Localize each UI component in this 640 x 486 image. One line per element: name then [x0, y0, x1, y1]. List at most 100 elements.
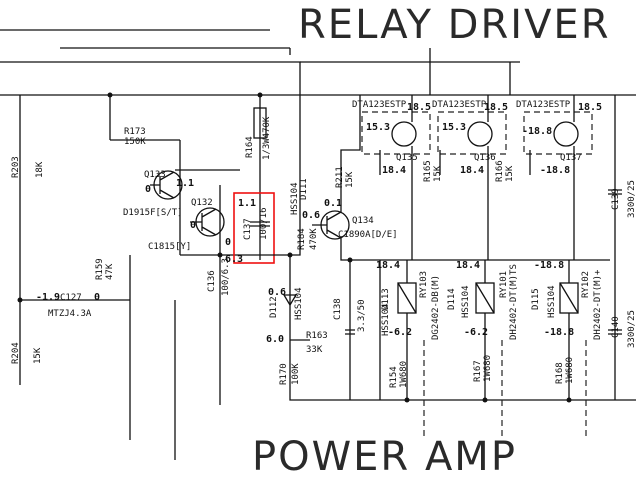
ry103-value: DG2402-DB(M) [431, 275, 441, 340]
c1890-label: C1890A[D/E] [338, 230, 398, 240]
c139-label: C139 [611, 188, 621, 210]
ic2-label: DTA123ESTP [432, 100, 487, 110]
top-wire-c [0, 61, 301, 95]
ic-dta123-1 [361, 111, 431, 155]
node [404, 397, 410, 403]
v-q132-b: 0 [190, 220, 196, 231]
r164-value: 1/3W470K [262, 116, 272, 160]
title-power-amp: POWER AMP [252, 434, 517, 480]
d112-label: D112 [269, 296, 279, 318]
ry101-label: RY101 [499, 271, 509, 298]
v-q133-e: 1.1 [176, 178, 194, 189]
d115-value: HSS104 [547, 285, 557, 318]
ry102-value: DH2402-DT(M)+ [593, 269, 603, 340]
r167-label: R167 [473, 360, 483, 382]
r165-value: 15K [433, 165, 443, 182]
v-q132-c: 1.1 [238, 198, 256, 209]
r173-label: R173 [124, 127, 146, 137]
r168-value: 1W680 [565, 357, 575, 384]
v-ic3-out: -18.8 [540, 165, 570, 176]
r204-label: R204 [11, 342, 21, 364]
v-ic1-base: 15.3 [366, 122, 390, 133]
ry101-value: DH2402-DT(M)TS [509, 264, 519, 340]
r173-value: 150K [124, 137, 146, 147]
r167-value: 1W680 [483, 355, 493, 382]
r166-value: 15K [505, 165, 515, 182]
ic1-label: DTA123ESTP [352, 100, 407, 110]
d114-value: HSS104 [461, 285, 471, 318]
q136-symbol [467, 121, 493, 147]
r163-value: 33K [306, 345, 323, 355]
center-drop [289, 255, 636, 401]
q134-col-wire [340, 95, 361, 212]
r164-body [253, 107, 267, 139]
q134-emit-wire [340, 238, 610, 261]
node [287, 252, 293, 258]
q135-symbol [391, 121, 417, 147]
v-184d: 18.4 [456, 260, 480, 271]
r154-value: 1W680 [399, 361, 409, 388]
c137-plates [250, 221, 270, 227]
q132-label: Q132 [191, 198, 213, 208]
title-relay-driver: RELAY DRIVER [298, 2, 611, 48]
ic3-label: DTA123ESTP [516, 100, 571, 110]
node [107, 92, 113, 98]
c138-plates [345, 329, 355, 335]
q137-symbol [553, 121, 579, 147]
q135-label: Q135 [396, 153, 418, 163]
v-q133-b: 0 [145, 184, 151, 195]
node [482, 397, 488, 403]
d1915-label: D1915F[S/T] [123, 208, 183, 218]
ic-dta123-2 [437, 111, 507, 155]
v-ic1-out: 18.4 [382, 165, 406, 176]
d111-label: D111 [299, 178, 309, 200]
v-62a: -6.2 [388, 327, 412, 338]
r165-label: R165 [423, 160, 433, 182]
q134-pins [312, 211, 342, 239]
q132-pins [190, 208, 217, 236]
v-ic2-base: 15.3 [442, 122, 466, 133]
r159-value: 47K [105, 263, 115, 280]
v-neg19: -1.9 [36, 292, 60, 303]
c138-label: C138 [333, 298, 343, 320]
base-resistors [379, 150, 531, 175]
v-ic2-out: 18.4 [460, 165, 484, 176]
c137-value: 100/16 [259, 207, 269, 240]
c127-value: MTZJ4.3A [48, 309, 92, 319]
c140-plates [608, 329, 622, 335]
ry102-label: RY102 [581, 271, 591, 298]
r163-label: R163 [306, 331, 328, 341]
v-ic2-top: 18.5 [484, 102, 508, 113]
v-01: 0.1 [324, 198, 342, 209]
d112-diode [282, 294, 298, 307]
node [347, 257, 353, 263]
relay-x-marks [397, 282, 579, 314]
q134-label: Q134 [352, 216, 374, 226]
r170-label: R170 [279, 363, 289, 385]
top-wire-d [289, 48, 520, 63]
v-188c: -18.8 [534, 260, 564, 271]
ic-dta123-3 [523, 111, 593, 155]
ry103-label: RY103 [419, 271, 429, 298]
c136-value: 100/6.3 [221, 258, 231, 296]
r170-value: 100K [291, 363, 301, 385]
c127-label: C127 [60, 293, 82, 303]
q137-label: Q137 [560, 153, 582, 163]
d104-label: HSS104 [290, 182, 300, 215]
top-rails-vertical [429, 48, 511, 95]
q133-pins [150, 171, 175, 199]
d113-value: HSS104 [381, 303, 391, 336]
v-ic1-top: 18.5 [407, 102, 431, 113]
hss104-wire [260, 175, 301, 256]
d113-label: D113 [381, 288, 391, 310]
node [217, 252, 223, 258]
q133-label: Q133 [144, 170, 166, 180]
v-06a: 0.6 [268, 287, 286, 298]
v-188d: -18.8 [544, 327, 574, 338]
c140-value: 3300/25 [627, 310, 637, 348]
v-60: 6.0 [266, 334, 284, 345]
v-ic3-base: -18.8 [522, 126, 552, 137]
c136-label: C136 [207, 270, 217, 292]
c140-label: C140 [611, 316, 621, 338]
